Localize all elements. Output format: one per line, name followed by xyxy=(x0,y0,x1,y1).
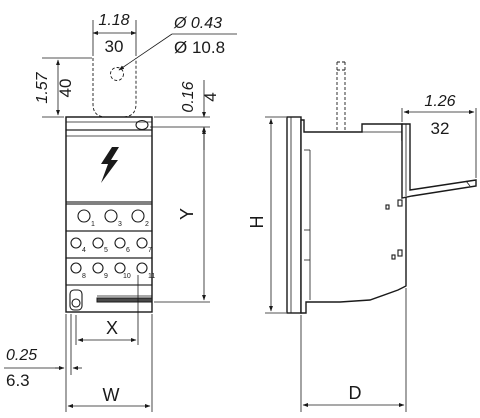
dark-rail xyxy=(96,297,153,303)
terminal-label: 9 xyxy=(104,273,108,280)
w-label: W xyxy=(103,385,120,405)
terminal-label: 5 xyxy=(104,247,108,254)
cover-flap xyxy=(401,123,477,199)
spacing-mm-label: 30 xyxy=(105,37,124,56)
side-view xyxy=(286,61,477,314)
cover-panel xyxy=(65,129,153,203)
terminal-label: 11 xyxy=(148,273,155,280)
y-label: Y xyxy=(177,208,197,220)
d-label: D xyxy=(349,383,362,403)
terminal-label: 4 xyxy=(82,247,86,254)
block-body xyxy=(65,116,153,313)
terminal-label: 10 xyxy=(123,273,131,280)
side-body xyxy=(300,119,407,314)
front-view: 1 3 2 4 5 6 7 8 9 10 11 xyxy=(65,58,155,313)
high-voltage-icon xyxy=(101,147,119,183)
din-rail xyxy=(286,116,302,314)
depth-mm-label: 32 xyxy=(431,119,450,138)
mounting-hole xyxy=(110,67,124,81)
side-tab-outline xyxy=(336,61,346,130)
terminal-label: 3 xyxy=(118,221,122,228)
depth-inch-label: 1.26 xyxy=(424,93,455,110)
terminal-label: 8 xyxy=(82,273,86,280)
h-label: H xyxy=(247,216,267,229)
terminal-label: 2 xyxy=(145,221,149,228)
side-dimensions: 1.26 32 H D xyxy=(247,93,477,412)
tab-offset-mm-label: 4 xyxy=(201,92,220,101)
terminal-label: 7 xyxy=(148,247,152,254)
x-label: X xyxy=(106,318,118,338)
tab-height-inch-label: 1.57 xyxy=(34,71,51,103)
bottom-slot xyxy=(69,289,83,311)
terminal-label: 6 xyxy=(126,247,130,254)
base-offset-inch-label: 0.25 xyxy=(6,347,37,364)
terminal-label: 1 xyxy=(91,221,95,228)
diameter-inch-label: Ø 0.43 xyxy=(173,15,222,32)
base-offset-mm-label: 6.3 xyxy=(6,371,30,390)
diameter-mm-label: Ø 10.8 xyxy=(174,38,225,57)
spacing-inch-label: 1.18 xyxy=(98,12,129,29)
tab-offset-inch-label: 0.16 xyxy=(180,81,197,112)
tab-height-mm-label: 40 xyxy=(56,79,75,98)
mounting-tab-outline xyxy=(92,58,137,118)
front-dimensions: 1.18 30 Ø 0.43 Ø 10.8 1.57 40 0.16 4 Y X xyxy=(4,12,237,412)
